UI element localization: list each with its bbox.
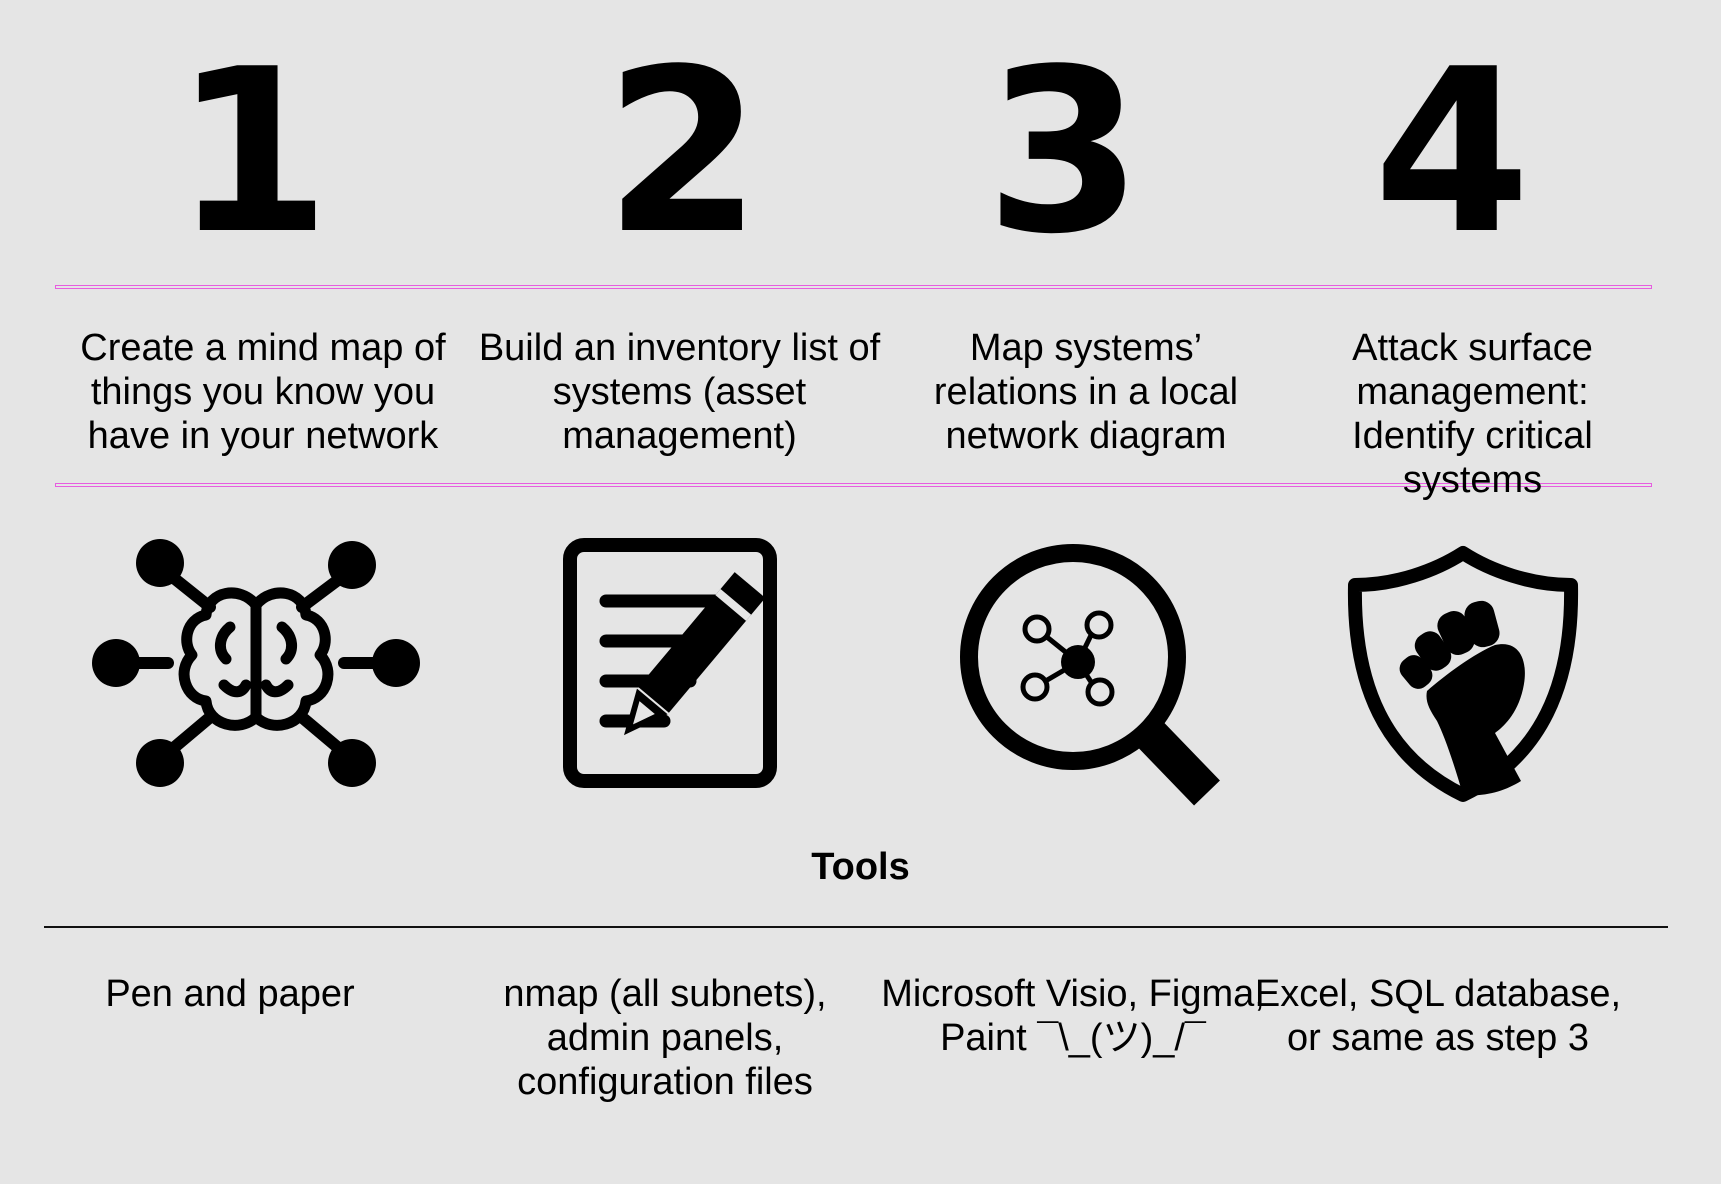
step-1-tools: Pen and paper — [105, 973, 355, 1015]
step-2-tools: nmap (all subnets), admin panels, config… — [503, 973, 827, 1103]
step-3-number: 3 — [985, 21, 1143, 284]
step-4-tools: Excel, SQL database, or same as step 3 — [1254, 973, 1622, 1059]
middle-divider — [55, 483, 1652, 487]
brain-network-icon — [92, 539, 420, 787]
step-3-tools: Microsoft Visio, Figma, Paint ¯\_(ツ)_/¯ — [881, 973, 1265, 1059]
step-3-description: Map systems’ relations in a local networ… — [933, 327, 1239, 457]
step-4-description: Attack surface management: Identify crit… — [1352, 327, 1593, 501]
tools-heading: Tools — [811, 846, 910, 888]
top-divider — [55, 285, 1652, 289]
magnifier-network-icon — [960, 544, 1220, 806]
document-pencil-icon — [563, 538, 777, 788]
step-2-number: 2 — [604, 21, 762, 284]
step-1-number: 1 — [173, 21, 331, 284]
tools-divider — [44, 926, 1668, 928]
step-4-number: 4 — [1373, 21, 1531, 284]
step-2-description: Build an inventory list of systems (asse… — [478, 327, 881, 457]
step-1-description: Create a mind map of things you know you… — [80, 327, 446, 457]
shield-fist-icon — [1347, 546, 1579, 802]
